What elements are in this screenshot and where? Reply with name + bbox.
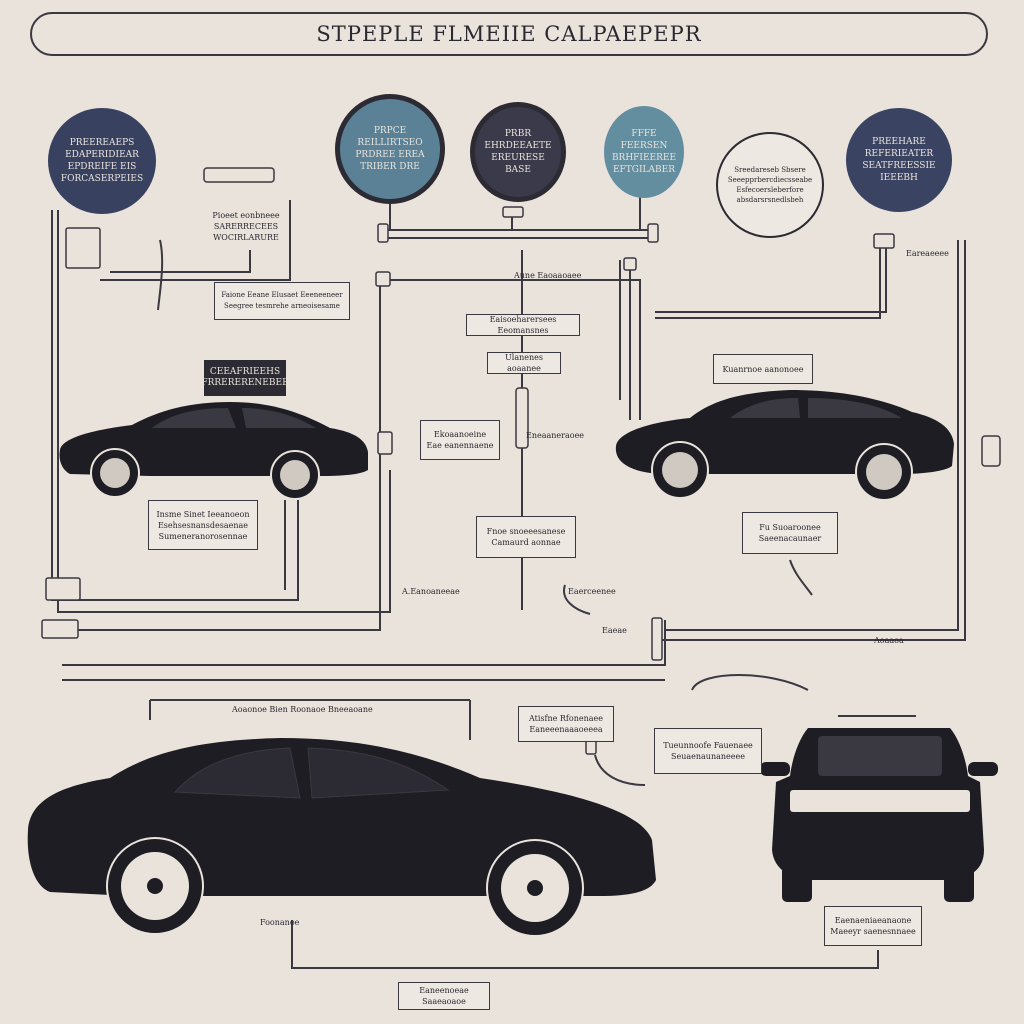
car-front-illustration [760, 728, 998, 902]
label-6: Eaeae [602, 626, 627, 635]
title-banner: STPEPLE FLMEIIE CALPAEPEPR [30, 12, 988, 56]
label-1: Eareaeeee [906, 249, 949, 258]
note-box-10: Fu Suoaroonee Saeenacaunaer [742, 512, 838, 554]
note-box-7: Ekoaanoeine Eae eanennaene [420, 420, 500, 460]
label-9: Foonanoe [260, 918, 300, 927]
note-box-13: Eaenaeniaeanaone Maeeyr saenesnnaee [824, 906, 922, 946]
note-box-3: CEEAFRIEEHS FRRERERENEBEE [201, 360, 289, 396]
label-5: Eneaaneraoee [526, 431, 585, 440]
label-8: Aoaonoe Bien Roonaoe Bneeaoane [232, 705, 373, 714]
label-4: A.Eanoaneeae [402, 587, 460, 596]
note-box-14: Eaneenoeae Saaeaoaoe [398, 982, 490, 1010]
note-box-8: Insme Sinet Ieeanoeon Esehsesnansdesaena… [148, 500, 258, 550]
label-7: Aoaaoa [874, 636, 904, 645]
circle-node-2: PRPCE REILLIRTSEO PRDREE EREA TRIBER DRE [335, 94, 445, 204]
label-2: Aune Eaoaaoaee [514, 271, 582, 280]
circle-node-6: PREEHARE REFERIEATER SEATFREESSIE IEEEBH [846, 108, 952, 212]
note-box-5: Ulanenes aoaanee [487, 352, 561, 374]
circle-node-1: PREEREAEPS EDAPERIDIEAR EPDREIFE EIS FOR… [48, 108, 156, 214]
note-box-2: Faione Eeane Elusaet Eeeneeneer Seegree … [214, 282, 350, 320]
note-box-12: Tueunnoofe Fauenaee Seuaenaunaneeee [654, 728, 762, 774]
note-box-6: Kuanrnoe aanonoee [713, 354, 813, 384]
circle-node-4: FFFE FEERSEN BRHFIEEREE EFTGILABER [604, 106, 684, 198]
circle-node-3: PRBR EHRDEEAETE EREURESE BASE [470, 102, 566, 202]
note-box-4: Eaisoeharersees Eeomansnes [466, 314, 580, 336]
car-right-illustration [615, 390, 954, 501]
note-box-9: Fnoe snoeeesanese Camaurd aonnae [476, 516, 576, 558]
connector-lines [45, 195, 966, 969]
pipe-fittings [41, 167, 1001, 755]
note-box-1: Pioeet eonbneee SARERRECEES WOCIRLARURE [212, 210, 280, 242]
car-left-illustration [59, 402, 369, 500]
note-box-11: Atisfne Rfonenaee Eaneeenaaaoeeea [518, 706, 614, 742]
circle-node-5: Sreedareseb Sbsere Seeepprbercdiecsseabe… [716, 132, 824, 238]
label-3: Eaerceenee [568, 587, 616, 596]
page-title: STPEPLE FLMEIIE CALPAEPEPR [316, 22, 702, 46]
car-large-illustration [27, 738, 656, 937]
